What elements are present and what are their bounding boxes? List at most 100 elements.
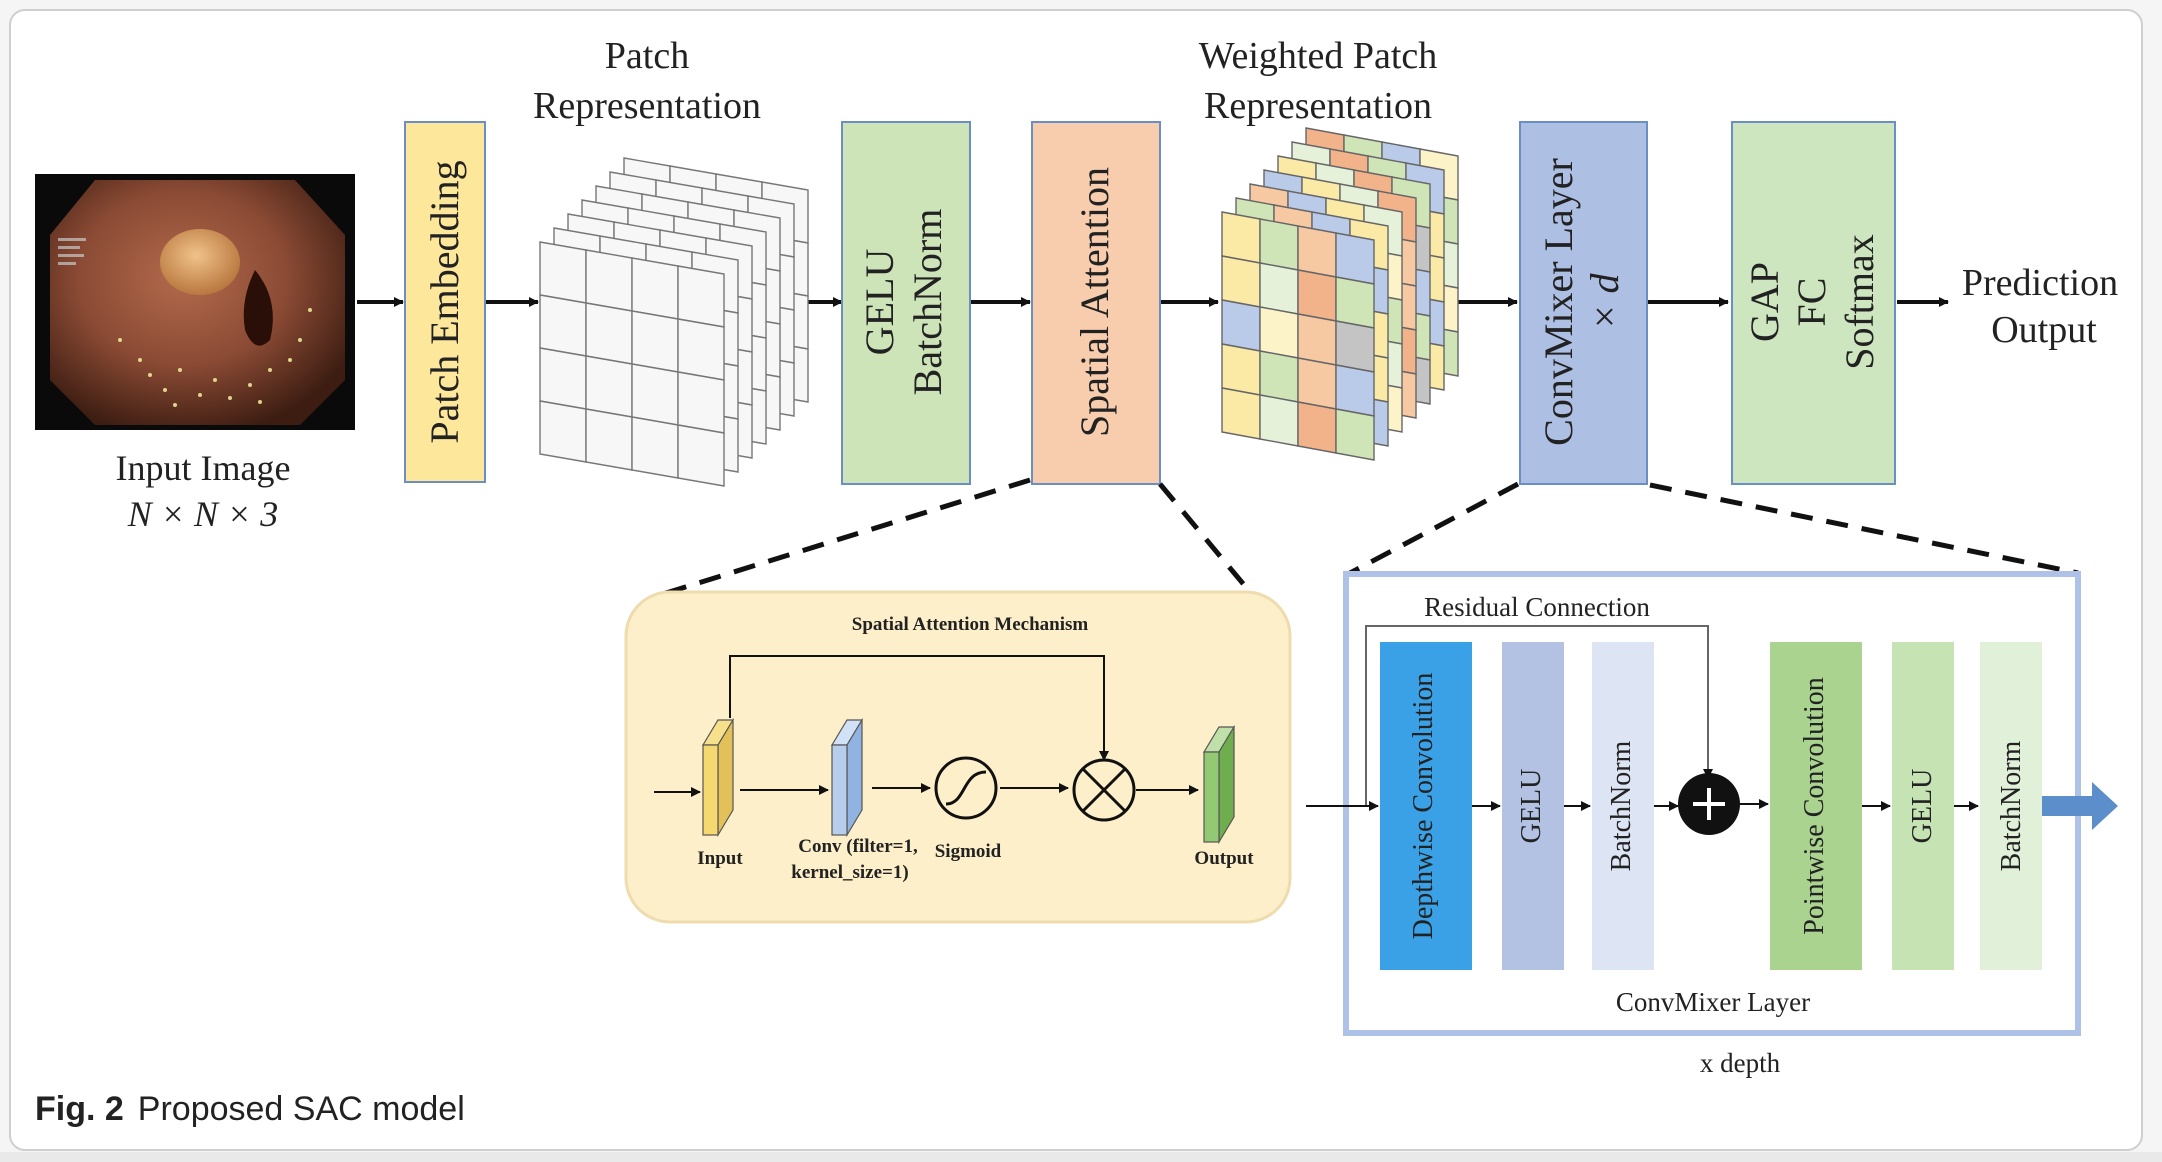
grid-cell: [1259, 218, 1299, 271]
grid-cell: [1297, 269, 1337, 322]
grid-cell: [1297, 225, 1337, 278]
grid-cell: [1259, 394, 1299, 447]
grid-cell: [585, 249, 633, 312]
polyp-shape: [160, 229, 240, 295]
bottom-strip: [0, 1152, 2162, 1162]
grid-cell: [1221, 299, 1261, 352]
batchnorm-block-1: [1592, 642, 1654, 970]
sam-sigmoid-label: Sigmoid: [935, 841, 1002, 862]
input-image: [35, 174, 355, 430]
input-image-dims: N × N × 3: [127, 494, 279, 534]
figure-label: Fig. 2: [35, 1090, 124, 1128]
weighted-rep-title-line2: Representation: [1204, 85, 1432, 127]
grid-cell: [1335, 320, 1375, 373]
grid-cell: [631, 363, 679, 426]
multiply-cross-b: [1081, 767, 1127, 813]
grid-cell: [1221, 387, 1261, 440]
zoom-line-convmixer-left: [1348, 481, 1520, 576]
grid-cell: [539, 347, 587, 410]
sam-skip-connection: [729, 655, 1109, 761]
sam-output-label: Output: [1194, 848, 1254, 869]
gap-label: GAP: [1742, 262, 1787, 342]
grid-cell: [1221, 255, 1261, 308]
residual-connection-path: [1365, 625, 1713, 806]
grid-cell: [585, 355, 633, 418]
batchnorm-block-2: [1980, 642, 2042, 970]
sam-title: Spatial Attention Mechanism: [852, 614, 1089, 635]
batchnorm-label: BatchNorm: [905, 209, 950, 396]
grid-cell: [1335, 232, 1375, 285]
grid-cell: [1297, 313, 1337, 366]
grid-cell: [631, 257, 679, 320]
grid-cell: [1259, 306, 1299, 359]
patch-representation-stack: [539, 157, 809, 487]
sigmoid-curve: [945, 770, 987, 806]
figure-caption: Fig. 2 Proposed SAC model: [35, 1090, 465, 1129]
batchnorm-label-1: BatchNorm: [1606, 740, 1637, 871]
gelu-label-1: GELU: [1516, 769, 1547, 844]
sam-conv-label-line2: kernel_size=1): [791, 862, 908, 883]
grid-cell: [1259, 262, 1299, 315]
gelu-batchnorm-block: [841, 121, 971, 485]
convmixer-output-arrow: [2042, 782, 2118, 830]
gelu-label-2: GELU: [1907, 769, 1938, 844]
grid-cell: [585, 302, 633, 365]
residual-connection-label: Residual Connection: [1424, 592, 1650, 622]
prediction-label-line1: Prediction: [1962, 262, 2118, 304]
patch-rep-title-line2: Representation: [533, 85, 761, 127]
depth-label: x depth: [1700, 1048, 1781, 1078]
convmixer-block: [1519, 121, 1648, 485]
grid-cell: [1335, 364, 1375, 417]
pointwise-conv-label: Pointwise Convolution: [1799, 677, 1830, 934]
grid-cell: [1297, 401, 1337, 454]
softmax-label: Softmax: [1837, 234, 1882, 370]
sam-input-slab: [701, 717, 735, 838]
grid-cell: [1335, 276, 1375, 329]
zoom-line-attention-right: [1158, 482, 1257, 600]
grid-cell: [631, 416, 679, 479]
patch-embedding-label: Patch Embedding: [422, 160, 467, 443]
grid-cell: [1221, 343, 1261, 396]
weighted-patch-stack: [1221, 127, 1459, 461]
grid-cell: [539, 400, 587, 463]
grid-cell: [1259, 350, 1299, 403]
grid-cell: [677, 318, 725, 381]
sam-conv-slab: [830, 717, 864, 838]
depthwise-conv-label: Depthwise Convolution: [1408, 673, 1439, 940]
sam-conv-label-line1: Conv (filter=1,: [798, 836, 918, 857]
grid-cell: [631, 310, 679, 373]
grid-cell: [539, 294, 587, 357]
classification-head-block: [1731, 121, 1896, 485]
zoom-line-attention-left: [649, 477, 1031, 601]
prediction-label-line2: Output: [1991, 309, 2097, 351]
sam-output-slab: [1202, 724, 1236, 845]
grid-cell: [585, 408, 633, 471]
grid-cell: [1297, 357, 1337, 410]
convmixer-label: ConvMixer Layer: [1536, 158, 1581, 446]
grid-cell: [1335, 408, 1375, 461]
patch-embedding-block: [404, 121, 486, 483]
gelu-block-1: [1502, 642, 1564, 970]
spatial-attention-mechanism-panel: [624, 590, 1292, 924]
gelu-label: GELU: [857, 249, 902, 356]
grid-cell: [539, 241, 587, 304]
weighted-rep-title-line1: Weighted Patch: [1199, 35, 1438, 77]
grid-cell: [677, 371, 725, 434]
grid-cell: [677, 265, 725, 328]
depthwise-conv-block: [1380, 642, 1472, 970]
sam-input-label: Input: [697, 848, 743, 869]
spatial-attention-block: [1031, 121, 1161, 485]
convmixer-times-d: × d: [1582, 273, 1627, 331]
fc-label: FC: [1789, 278, 1834, 327]
grid-cell: [1221, 211, 1261, 264]
zoom-line-convmixer-right: [1649, 482, 2079, 576]
patch-rep-title-line1: Patch: [605, 35, 689, 77]
convmixer-layer-label: ConvMixer Layer: [1616, 987, 1810, 1017]
figure-caption-text: Proposed SAC model: [137, 1090, 465, 1128]
batchnorm-label-2: BatchNorm: [1996, 740, 2027, 871]
input-image-title: Input Image: [116, 448, 291, 488]
gelu-block-2: [1892, 642, 1954, 970]
pointwise-conv-block: [1770, 642, 1862, 970]
grid-cell: [677, 424, 725, 487]
